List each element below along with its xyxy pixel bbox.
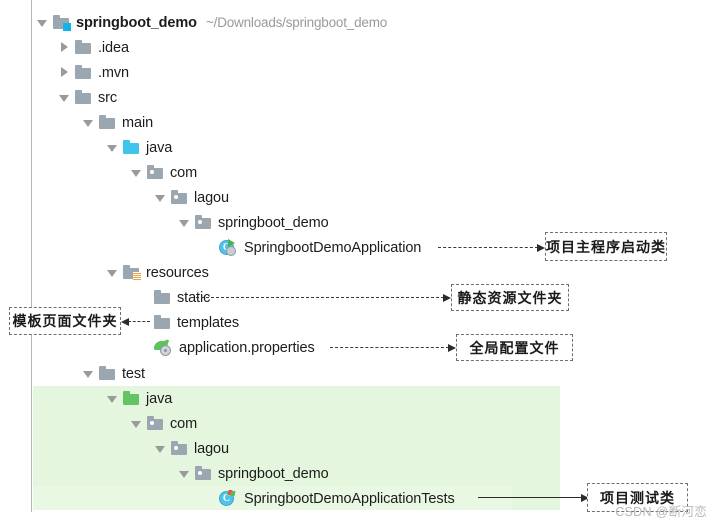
tree-row-label: templates xyxy=(177,314,239,331)
tree-row-test-springboot-demo-pkg[interactable]: springboot_demo xyxy=(178,461,329,486)
tree-indent-guide xyxy=(31,0,32,512)
twisty-expanded-icon[interactable] xyxy=(154,191,167,204)
tree-row-label: .mvn xyxy=(98,64,130,81)
java-test-class-icon: C xyxy=(219,490,238,507)
folder-resources-icon xyxy=(123,265,141,281)
tree-row-label: java xyxy=(146,139,173,156)
callout-global-config: 全局配置文件 xyxy=(456,334,573,361)
folder-sources-icon xyxy=(123,140,140,155)
folder-icon xyxy=(154,315,171,330)
callout-templates: 模板页面文件夹 xyxy=(9,307,121,335)
tree-row-test-java[interactable]: java xyxy=(106,386,172,411)
tree-row-label: com xyxy=(170,164,198,181)
callout-main-application: 项目主程序启动类 xyxy=(545,232,667,261)
connector-main-application xyxy=(438,244,545,252)
folder-icon xyxy=(75,40,92,55)
tree-row-label: SpringbootDemoApplication xyxy=(244,239,422,256)
tree-row-main-springboot-demo-pkg[interactable]: springboot_demo xyxy=(178,210,329,235)
twisty-collapsed-icon[interactable] xyxy=(58,66,71,79)
tree-row-mvn[interactable]: .mvn xyxy=(58,60,129,85)
connector-global-config xyxy=(330,344,456,352)
twisty-expanded-icon[interactable] xyxy=(106,266,119,279)
java-runnable-class-icon: C xyxy=(219,239,238,256)
folder-package-icon xyxy=(147,165,164,180)
twisty-expanded-icon[interactable] xyxy=(106,392,119,405)
folder-package-icon xyxy=(147,416,164,431)
tree-row-main-com[interactable]: com xyxy=(130,160,197,185)
folder-package-icon xyxy=(195,466,212,481)
tree-row-label: resources xyxy=(146,264,209,281)
spring-properties-icon xyxy=(154,339,173,356)
project-path-label: ~/Downloads/springboot_demo xyxy=(205,15,388,30)
twisty-placeholder xyxy=(202,492,215,505)
twisty-expanded-icon[interactable] xyxy=(106,141,119,154)
tree-row-application-properties[interactable]: application.properties xyxy=(154,335,315,360)
tree-row-label: application.properties xyxy=(179,339,315,356)
twisty-expanded-icon[interactable] xyxy=(36,16,49,29)
twisty-expanded-icon[interactable] xyxy=(58,91,71,104)
tree-row-resources[interactable]: resources xyxy=(106,260,209,285)
tree-row-test[interactable]: test xyxy=(82,361,145,386)
callout-test-class: 项目测试类 xyxy=(587,483,688,512)
twisty-placeholder xyxy=(202,241,215,254)
tree-row-templates[interactable]: templates xyxy=(154,310,239,335)
tree-row-label: com xyxy=(170,415,198,432)
tree-row-static[interactable]: static xyxy=(154,285,210,310)
tree-row-main-java[interactable]: java xyxy=(106,135,172,160)
folder-package-icon xyxy=(171,190,188,205)
tree-row-springboot-demo-application-tests[interactable]: C SpringbootDemoApplicationTests xyxy=(202,486,455,511)
tree-row-label: static xyxy=(177,289,211,306)
tree-row-label: src xyxy=(98,89,118,106)
twisty-expanded-icon[interactable] xyxy=(130,417,143,430)
tree-row-src[interactable]: src xyxy=(58,85,117,110)
test-tree-selection-highlight-tail xyxy=(33,486,512,510)
tree-row-springboot-demo-application[interactable]: C SpringbootDemoApplication xyxy=(202,235,421,260)
tree-row-label: springboot_demo xyxy=(76,14,197,31)
twisty-expanded-icon[interactable] xyxy=(82,116,95,129)
folder-package-icon xyxy=(195,215,212,230)
tree-row-main-lagou[interactable]: lagou xyxy=(154,185,229,210)
twisty-expanded-icon[interactable] xyxy=(178,216,191,229)
tree-row-label: java xyxy=(146,390,173,407)
twisty-collapsed-icon[interactable] xyxy=(58,41,71,54)
twisty-expanded-icon[interactable] xyxy=(130,166,143,179)
folder-icon xyxy=(99,366,116,381)
folder-test-sources-icon xyxy=(123,391,140,406)
tree-row-springboot-demo[interactable]: springboot_demo ~/Downloads/springboot_d… xyxy=(36,10,387,35)
twisty-expanded-icon[interactable] xyxy=(178,467,191,480)
tree-row-label: springboot_demo xyxy=(218,214,329,231)
tree-row-test-lagou[interactable]: lagou xyxy=(154,436,229,461)
tree-row-label: test xyxy=(122,365,145,382)
folder-icon xyxy=(75,90,92,105)
watermark: CSDN @断河恋 xyxy=(615,505,707,519)
tree-row-label: lagou xyxy=(194,440,229,457)
tree-row-label: main xyxy=(122,114,154,131)
folder-icon xyxy=(75,65,92,80)
connector-templates xyxy=(121,318,150,326)
tree-row-label: .idea xyxy=(98,39,129,56)
tree-row-idea[interactable]: .idea xyxy=(58,35,129,60)
tree-row-label: SpringbootDemoApplicationTests xyxy=(244,490,455,507)
folder-module-icon xyxy=(53,15,71,31)
callout-static-resources: 静态资源文件夹 xyxy=(451,284,569,311)
folder-icon xyxy=(154,290,171,305)
folder-package-icon xyxy=(171,441,188,456)
folder-icon xyxy=(99,115,116,130)
tree-row-label: springboot_demo xyxy=(218,465,329,482)
tree-row-test-com[interactable]: com xyxy=(130,411,197,436)
twisty-expanded-icon[interactable] xyxy=(154,442,167,455)
connector-test-class xyxy=(478,494,589,502)
twisty-expanded-icon[interactable] xyxy=(82,367,95,380)
tree-row-label: lagou xyxy=(194,189,229,206)
connector-static-resources xyxy=(196,294,451,302)
tree-row-main[interactable]: main xyxy=(82,110,153,135)
